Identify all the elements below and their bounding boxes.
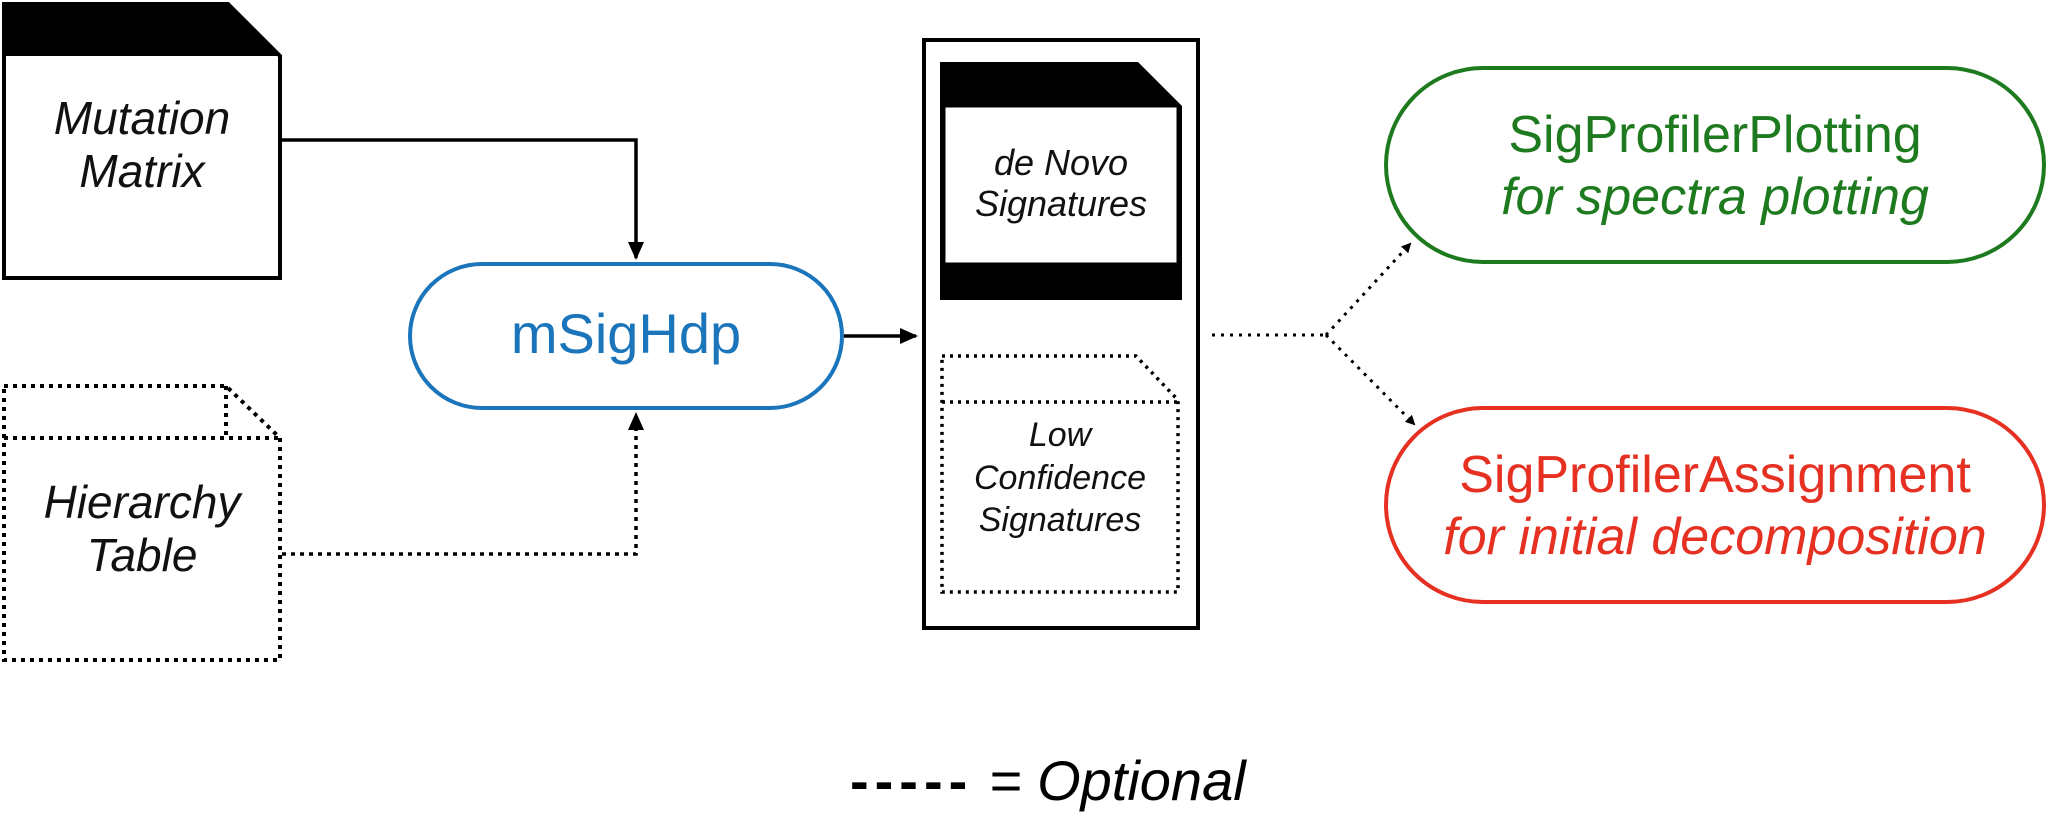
sigprofilerassignment-node [1384,406,2046,604]
sigprofilerassignment-subtitle: for initial decomposition [1443,508,1987,567]
sigprofilerplotting-label: SigProfilerPlotting for spectra plotting [1386,104,2044,229]
matrix-to-msighdp-connector [282,138,644,260]
hierarchy-table-label: Hierarchy Table [4,476,280,582]
de-novo-signatures-label: de Novo Signatures [944,142,1178,225]
sigprofilerplotting-title: SigProfilerPlotting [1508,106,1922,164]
sigprofilerplotting-node [1384,66,2046,264]
msighdp-label: mSigHdp [510,302,742,365]
low-confidence-signatures-doc [940,354,1180,594]
mutation-matrix-line2: Matrix [79,144,205,197]
optional-legend: ----- = Optional [850,748,1246,813]
sigprofilerassignment-title: SigProfilerAssignment [1459,446,1971,504]
mutation-matrix-doc [2,2,282,280]
low-confidence-line1: Low [1028,416,1092,454]
low-confidence-line3: Signatures [978,501,1142,539]
hierarchy-table-line1: Hierarchy [43,476,241,528]
sigprofilerassignment-label: SigProfilerAssignment for initial decomp… [1386,444,2044,569]
sigprofilerplotting-subtitle: for spectra plotting [1501,168,1929,227]
low-confidence-signatures-label: Low Confidence Signatures [942,414,1178,542]
mutation-matrix-line1: Mutation [53,92,231,144]
de-novo-line1: de Novo [993,142,1129,183]
downstream-branch-connector [1212,242,1416,426]
hierarchy-table-doc [2,384,282,662]
legend-text: = Optional [988,749,1246,812]
hierarchy-table-line2: Table [86,528,198,581]
de-novo-line2: Signatures [974,183,1148,225]
de-novo-signatures-doc [940,62,1182,300]
hierarchy-to-msighdp-connector [282,412,644,556]
legend-dash-sample: ----- [850,749,974,812]
mutation-matrix-label: Mutation Matrix [4,92,280,198]
msighdp-node [408,262,844,410]
low-confidence-line2: Confidence [973,458,1146,497]
